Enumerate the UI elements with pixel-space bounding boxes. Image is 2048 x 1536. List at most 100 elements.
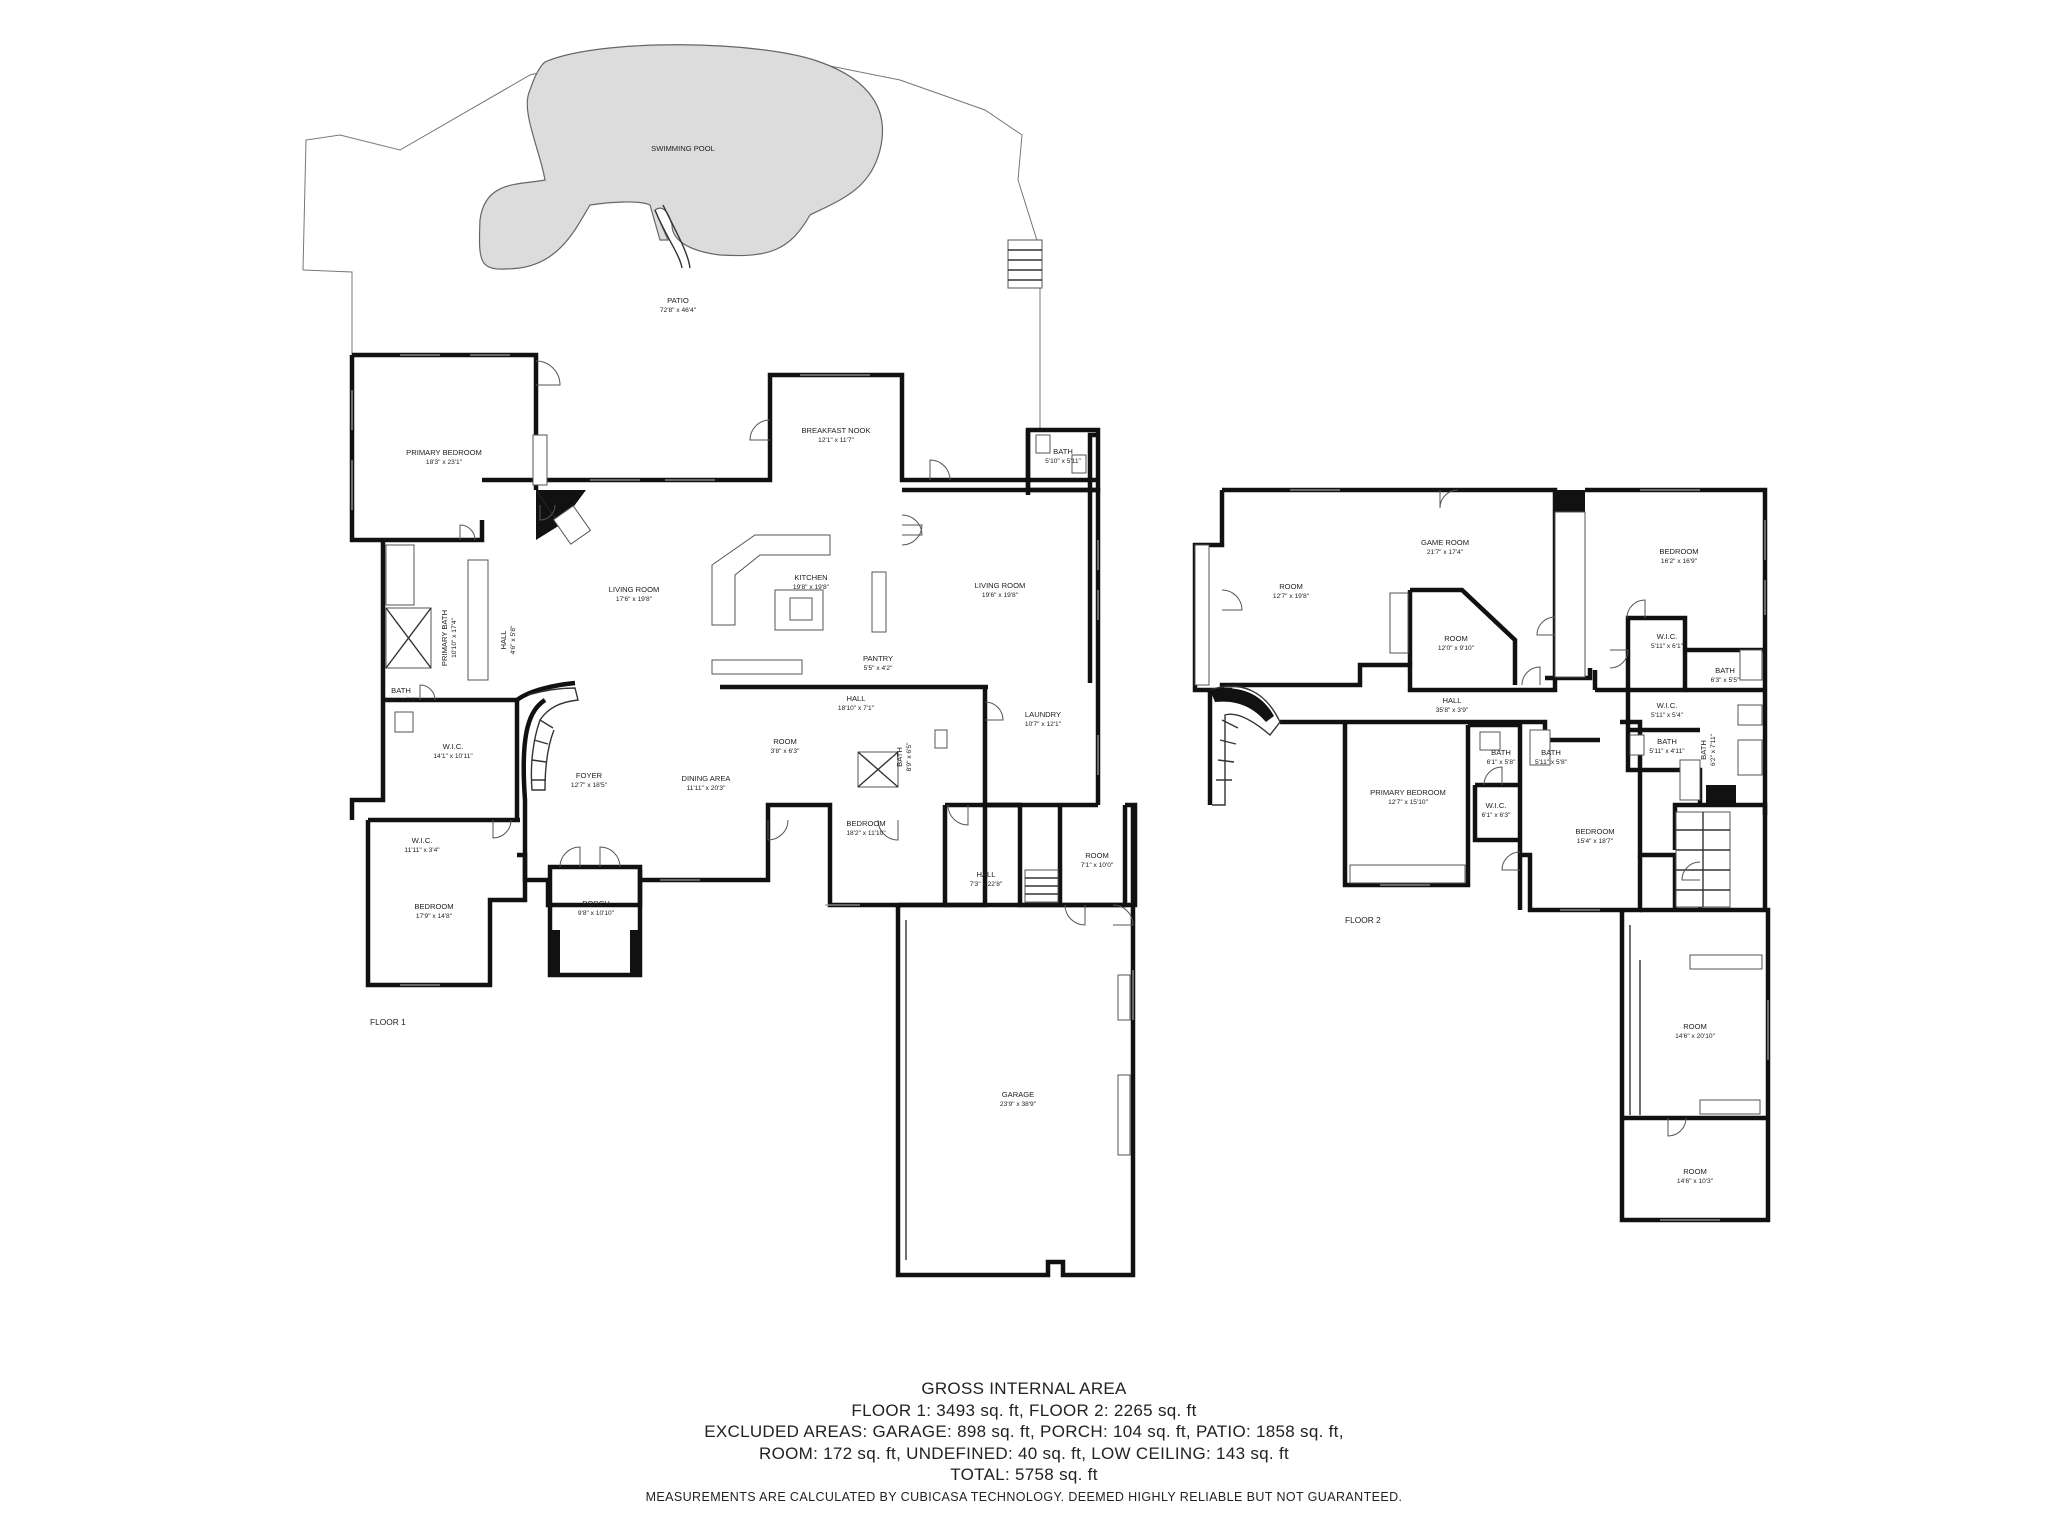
- primary-bath-label: PRIMARY BATH: [440, 610, 449, 666]
- bath-f2-e-dims: 5'11" x 5'8": [1535, 759, 1568, 766]
- room-f2-bottom-dims: 14'6" x 10'3": [1677, 1178, 1714, 1185]
- primary-bedroom-1-dims: 18'3" x 23'1": [426, 459, 463, 466]
- area-summary: GROSS INTERNAL AREA FLOOR 1: 3493 sq. ft…: [0, 1378, 2048, 1506]
- bedroom-mid-dims: 18'2" x 11'10": [846, 830, 886, 837]
- porch-label: PORCH: [582, 899, 609, 908]
- hall-2-dims: 7'3" x 22'8": [970, 881, 1003, 888]
- kitchen-fixtures: [711, 534, 887, 675]
- kitchen-dims: 19'8" x 19'8": [793, 584, 830, 591]
- bedroom-f2-ne-label: BEDROOM: [1659, 547, 1698, 556]
- bath-f2-a-dims: 6'3" x 5'5": [1711, 677, 1740, 684]
- room-f2-lower-dims: 14'6" x 20'10": [1675, 1033, 1715, 1040]
- room-f2-inner-dims: 12'0" x 9'10": [1438, 645, 1475, 652]
- bath-f2-d-dims: 6'1" x 5'8": [1487, 759, 1516, 766]
- room-f2-inner-label: ROOM: [1444, 634, 1468, 643]
- hall-2-label: HALL: [977, 870, 996, 879]
- breakfast-nook-dims: 12'1" x 11'7": [818, 437, 854, 444]
- room-garage-label: ROOM: [1085, 851, 1109, 860]
- bedroom-mid-label: BEDROOM: [846, 819, 885, 828]
- bedroom-sw-label: BEDROOM: [414, 902, 453, 911]
- floor-1-bath-fixtures: [385, 434, 1087, 788]
- garage-label: GARAGE: [1002, 1090, 1035, 1099]
- patio-dims: 72'8" x 46'4": [660, 307, 697, 314]
- garage-details: [905, 920, 1131, 1260]
- room-labels: SWIMMING POOL PATIO 72'8" x 46'4" PRIMAR…: [385, 144, 1740, 1185]
- bath-top-dims: 5'10" x 5'11": [1045, 458, 1081, 465]
- bath-f2-e-label: BATH: [1541, 748, 1561, 757]
- bedroom-f2-s-dims: 15'4" x 18'7": [1577, 838, 1614, 845]
- floor-1-windows: [351, 354, 1134, 1020]
- bath-f2-b-dims: 5'11" x 4'11": [1649, 748, 1685, 755]
- wic-1-dims: 14'1" x 10'11": [433, 753, 473, 760]
- patio-label: PATIO: [667, 296, 689, 305]
- patio-stairs: [1007, 239, 1043, 289]
- floor-2-fixtures: [1194, 511, 1763, 1115]
- primary-bedroom-2-label: PRIMARY BEDROOM: [1370, 788, 1446, 797]
- game-room-label: GAME ROOM: [1421, 538, 1469, 547]
- wic-2-label: W.I.C.: [412, 836, 433, 845]
- laundry-label: LAUNDRY: [1025, 710, 1061, 719]
- summary-excluded-areas-cont: ROOM: 172 sq. ft, UNDEFINED: 40 sq. ft, …: [759, 1443, 1289, 1463]
- hall-vertical-label: HALL: [499, 631, 508, 650]
- summary-disclaimer: MEASUREMENTS ARE CALCULATED BY CUBICASA …: [645, 1489, 1403, 1504]
- wic-f2-b-label: W.I.C.: [1657, 701, 1678, 710]
- wic-f2-a-label: W.I.C.: [1657, 632, 1678, 641]
- living-room-2-label: LIVING ROOM: [975, 581, 1026, 590]
- living-room-2-dims: 19'6" x 19'8": [982, 592, 1019, 599]
- summary-floor-areas: FLOOR 1: 3493 sq. ft, FLOOR 2: 2265 sq. …: [851, 1400, 1197, 1420]
- bath-small-1-dims: 2'11" x 6'2": [385, 697, 418, 704]
- floor-2-curved-stairs: [1209, 685, 1281, 806]
- floor-1-hall-stairs: [1024, 869, 1059, 903]
- room-small-dims: 3'8" x 6'3": [771, 748, 800, 755]
- floor-2-doors: [1221, 489, 1701, 1137]
- bath-mid-label: BATH: [895, 747, 904, 767]
- bedroom-sw-dims: 17'9" x 14'8": [416, 913, 453, 920]
- floor-1-doors: [419, 360, 1134, 926]
- wic-f2-c-label: W.I.C.: [1486, 801, 1507, 810]
- room-small-label: ROOM: [773, 737, 797, 746]
- breakfast-nook-label: BREAKFAST NOOK: [801, 426, 870, 435]
- dining-area-dims: 11'11" x 20'3": [687, 785, 727, 792]
- game-room-dims: 21'7" x 17'4": [1427, 549, 1464, 556]
- bath-small-1-label: BATH: [391, 686, 411, 695]
- bath-f2-d-label: BATH: [1491, 748, 1511, 757]
- bath-f2-b-label: BATH: [1657, 737, 1677, 746]
- bath-top-label: BATH: [1053, 447, 1073, 456]
- primary-bedroom-2-dims: 12'7" x 15'10": [1388, 799, 1428, 806]
- foyer-dims: 12'7" x 18'5": [571, 782, 608, 789]
- floor-1-curved-stairs: [527, 687, 579, 791]
- bath-f2-c-label: BATH: [1699, 740, 1708, 760]
- wic-f2-b-dims: 5'11" x 5'4": [1651, 712, 1684, 719]
- hall-1-dims: 18'10" x 7'1": [838, 705, 875, 712]
- kitchen-label: KITCHEN: [794, 573, 827, 582]
- pantry-label: PANTRY: [863, 654, 893, 663]
- fireplaces: [532, 434, 1736, 807]
- hall-1-label: HALL: [847, 694, 866, 703]
- swimming-pool-label: SWIMMING POOL: [651, 144, 715, 153]
- room-f2-w-dims: 12'7" x 19'8": [1273, 593, 1310, 600]
- wic-2-dims: 11'11" x 3'4": [404, 847, 440, 854]
- floor-2-label: FLOOR 2: [1345, 915, 1381, 925]
- summary-excluded-areas: EXCLUDED AREAS: GARAGE: 898 sq. ft, PORC…: [704, 1422, 1344, 1441]
- room-f2-bottom-label: ROOM: [1683, 1167, 1707, 1176]
- living-room-1-dims: 17'6" x 19'8": [616, 596, 653, 603]
- pantry-dims: 5'5" x 4'2": [864, 665, 893, 672]
- floor-2-straight-stairs: [1675, 811, 1731, 908]
- porch-dims: 9'8" x 10'10": [578, 910, 615, 917]
- primary-bath-dims: 10'10" x 17'4": [451, 617, 458, 657]
- summary-total: TOTAL: 5758 sq. ft: [950, 1465, 1098, 1484]
- floor-2-windows: [1290, 489, 1769, 1221]
- garage-dims: 23'9" x 38'9": [1000, 1101, 1037, 1108]
- room-f2-lower-label: ROOM: [1683, 1022, 1707, 1031]
- wic-1-label: W.I.C.: [443, 742, 464, 751]
- swimming-pool-shape: [478, 44, 884, 270]
- bath-f2-c-dims: 6'2" x 7'11": [1710, 733, 1717, 766]
- room-f2-w-label: ROOM: [1279, 582, 1303, 591]
- foyer-label: FOYER: [576, 771, 603, 780]
- bath-f2-a-label: BATH: [1715, 666, 1735, 675]
- dining-area-label: DINING AREA: [682, 774, 732, 783]
- hall-f2-dims: 35'8" x 3'9": [1436, 707, 1469, 714]
- living-room-1-label: LIVING ROOM: [609, 585, 660, 594]
- hall-f2-label: HALL: [1443, 696, 1462, 705]
- wic-f2-a-dims: 5'11" x 6'1": [1651, 643, 1684, 650]
